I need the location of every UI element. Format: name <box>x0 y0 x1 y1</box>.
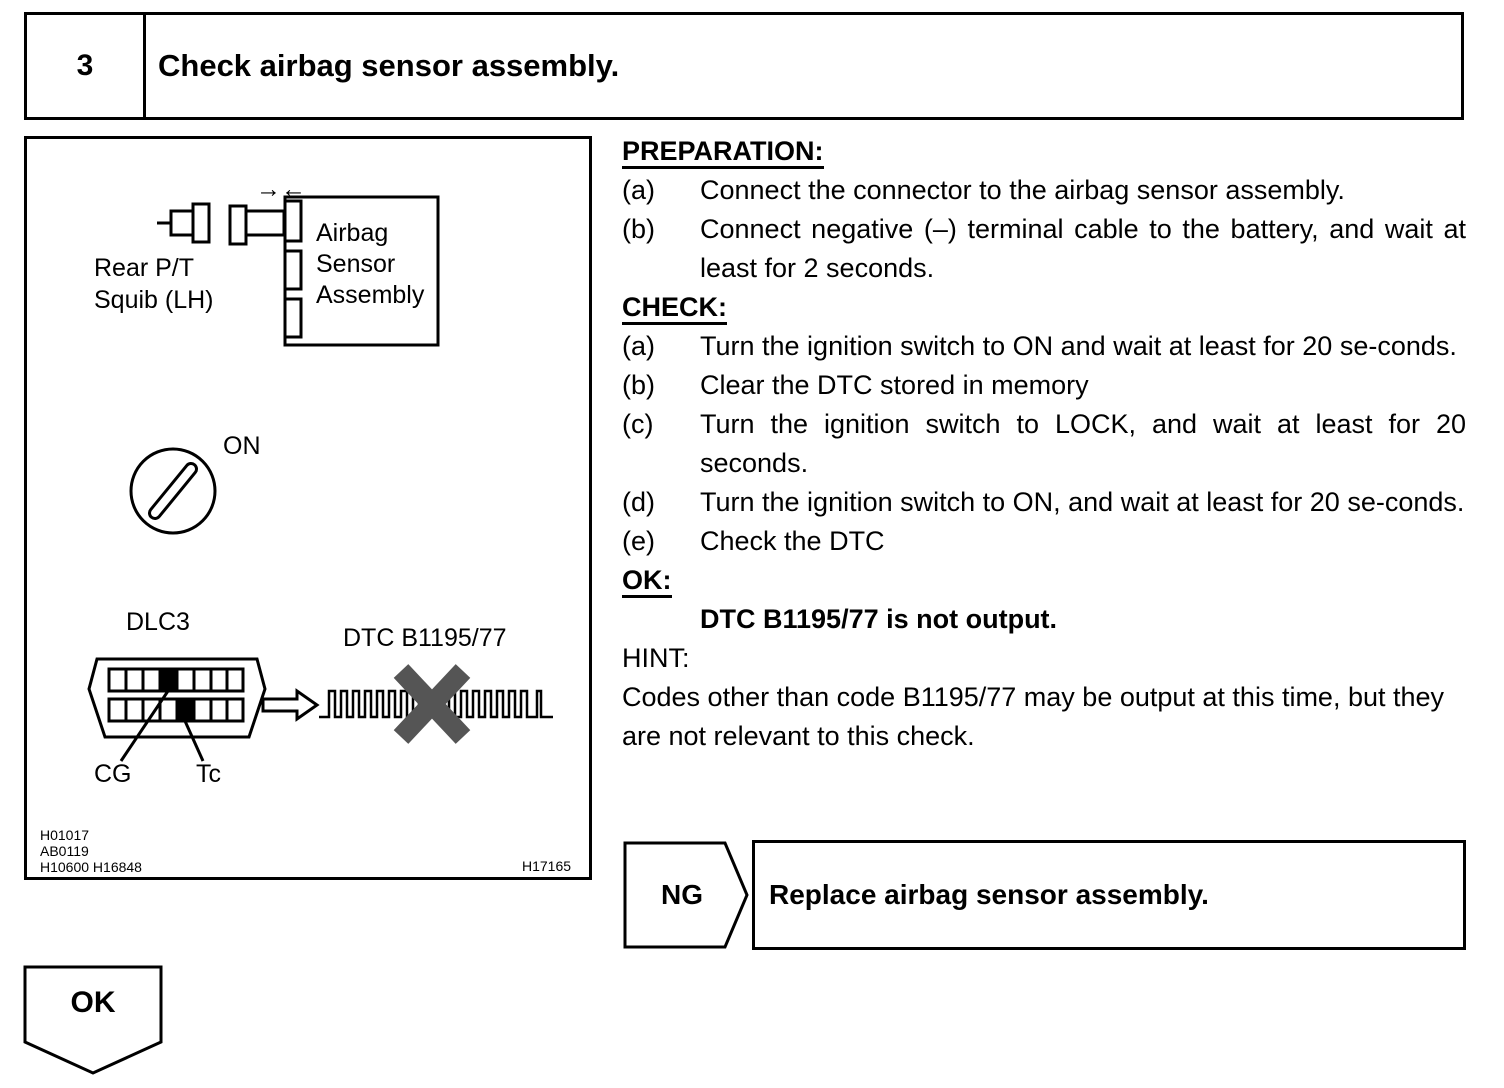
list-item: (b) Connect negative (–) terminal cable … <box>622 214 1466 283</box>
ok-arrow-shape <box>23 965 163 1075</box>
ng-branch: NG Replace airbag sensor assembly. <box>622 840 1466 950</box>
dlc3-connector-icon <box>87 657 267 762</box>
connect-arrows-icon: →← <box>256 175 306 203</box>
list-item: (a) Connect the connector to the airbag … <box>622 175 1345 205</box>
preparation-heading: PREPARATION: <box>622 132 1466 171</box>
squib-label-line1: Rear P/T <box>94 254 195 282</box>
check-heading: CHECK: <box>622 288 1466 327</box>
list-item: (d) Turn the ignition switch to ON, and … <box>622 487 1465 517</box>
figure-code: H17165 <box>522 858 572 874</box>
ok-result: DTC B1195/77 is not output. <box>700 604 1058 634</box>
ok-heading: OK: <box>622 561 1466 600</box>
list-item: (e) Check the DTC <box>622 526 885 556</box>
ignition-switch-icon <box>129 447 217 535</box>
list-item: (b) Clear the DTC stored in memory <box>622 370 1089 400</box>
instructions: PREPARATION: (a) Connect the connector t… <box>622 132 1466 756</box>
step-number: 3 <box>27 15 146 117</box>
pin-tc-label: Tc <box>196 760 221 788</box>
airbag-label-line3: Assembly <box>316 281 425 309</box>
pin-cg-label: CG <box>94 760 132 788</box>
airbag-sensor-box-icon <box>283 195 440 347</box>
figure-code: H10600 H16848 <box>40 859 142 875</box>
list-item: (c) Turn the ignition switch to LOCK, an… <box>622 409 1466 478</box>
cross-mark-icon <box>393 664 471 744</box>
hint-text: Codes other than code B1195/77 may be ou… <box>622 682 1445 751</box>
step-header: 3 Check airbag sensor assembly. <box>24 12 1464 120</box>
airbag-label-line2: Sensor <box>316 250 396 278</box>
ng-arrow-shape <box>623 841 749 949</box>
ng-action: Replace airbag sensor assembly. <box>752 840 1466 950</box>
ng-label: NG <box>661 879 703 910</box>
step-title: Check airbag sensor assembly. <box>158 48 620 83</box>
ok-branch: OK <box>22 964 164 1076</box>
airbag-label-line1: Airbag <box>316 219 389 247</box>
hollow-arrow-icon <box>261 688 320 722</box>
ignition-on-label: ON <box>223 432 261 460</box>
squib-label-line2: Squib (LH) <box>94 286 214 314</box>
figure-code: H01017 <box>40 827 90 843</box>
dtc-label: DTC B1195/77 <box>343 624 507 652</box>
dlc3-label: DLC3 <box>126 608 190 636</box>
list-item: (a) Turn the ignition switch to ON and w… <box>622 331 1457 361</box>
illustration-drawing <box>87 195 553 762</box>
figure-code: AB0119 <box>40 843 89 859</box>
squib-connector-icon <box>157 202 286 246</box>
hint-heading: HINT: <box>622 643 690 673</box>
ok-next-label: OK <box>70 986 116 1019</box>
illustration-figure: →← Airbag Sensor Assembly Rear P/T Squib… <box>24 136 592 880</box>
